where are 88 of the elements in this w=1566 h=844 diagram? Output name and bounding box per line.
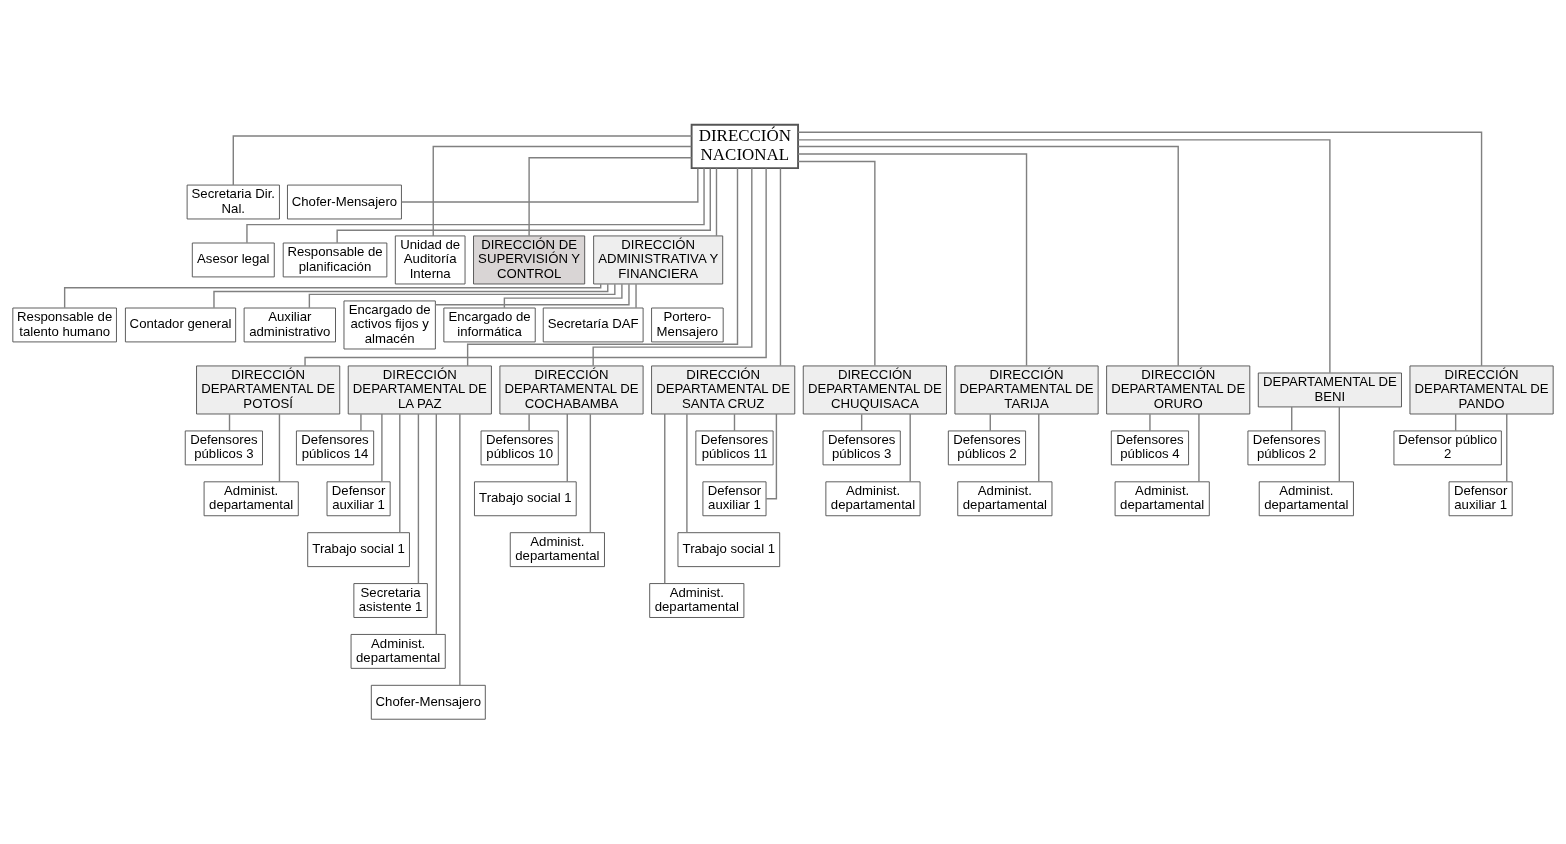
- node-box: Defensores públicos 10: [480, 430, 559, 466]
- node-box: DEPARTAMENTAL DE BENI: [1257, 372, 1402, 408]
- node-box: Unidad de Auditoría Interna: [394, 235, 466, 285]
- connector: [664, 413, 666, 585]
- node-box: Encargado de activos fijos y almacén: [343, 300, 436, 350]
- node-box: Secretaria Dir. Nal.: [186, 184, 280, 220]
- connector: [466, 167, 739, 367]
- connector: [432, 145, 692, 237]
- connector: [459, 413, 461, 686]
- node-box: Defensor auxiliar 1: [326, 481, 391, 517]
- connector: [232, 135, 693, 186]
- connector: [797, 153, 1028, 367]
- connector: [909, 413, 911, 483]
- connector: [1506, 413, 1508, 483]
- node-box: Auxiliar administrativo: [243, 307, 336, 343]
- connector: [381, 413, 383, 483]
- connector: [528, 413, 530, 432]
- node-box: Responsable de talento humano: [12, 307, 117, 343]
- node-box: Administ. departamental: [350, 633, 446, 669]
- connector: [686, 413, 688, 534]
- node-box: DIRECCIÓN DEPARTAMENTAL DE PANDO: [1409, 365, 1554, 415]
- connector: [417, 413, 420, 585]
- node-box: Defensor auxiliar 1: [702, 481, 767, 517]
- node-box: Administ. departamental: [957, 481, 1053, 517]
- node-box: DIRECCIÓN DEPARTAMENTAL DE SANTA CRUZ: [651, 365, 796, 415]
- connector: [797, 160, 876, 367]
- node-box: Secretaria asistente 1: [353, 583, 428, 618]
- node-box: Portero-Mensajero: [651, 307, 724, 343]
- node-box: Defensor auxiliar 1: [1448, 481, 1513, 517]
- connector: [765, 413, 778, 500]
- node-box: Defensor público 2: [1393, 430, 1502, 466]
- node-box: Chofer-Mensajero: [287, 184, 402, 220]
- connector: [779, 167, 782, 367]
- node-box: Administ. departamental: [825, 481, 921, 517]
- connector: [399, 413, 401, 534]
- connector: [566, 413, 568, 483]
- node-box: Defensores públicos 4: [1110, 430, 1190, 466]
- node-box: Administ. departamental: [649, 583, 745, 618]
- node-box: Administ. departamental: [1114, 481, 1210, 517]
- connector: [797, 131, 1483, 367]
- node-box: Defensores públicos 14: [295, 430, 375, 466]
- connector: [308, 283, 616, 309]
- connector: [213, 283, 609, 309]
- node-box: Trabajo social 1: [677, 532, 781, 568]
- node-box: Defensores públicos 3: [184, 430, 263, 466]
- node-box: Encargado de informática: [443, 307, 536, 343]
- node-box: Secretaría DAF: [542, 307, 644, 343]
- connector: [360, 413, 362, 432]
- node-box: DIRECCIÓN DEPARTAMENTAL DE COCHABAMBA: [499, 365, 644, 415]
- node-box: Trabajo social 1: [307, 532, 410, 568]
- connector: [336, 167, 711, 244]
- connector: [1338, 406, 1340, 483]
- node-box: Responsable de planificación: [282, 242, 388, 278]
- node-box: DIRECCIÓN DEPARTAMENTAL DE TARIJA: [954, 365, 1099, 415]
- connector: [435, 413, 437, 636]
- node-box: Defensores públicos 11: [695, 430, 774, 466]
- connector: [304, 167, 767, 367]
- node-box: DIRECCIÓN NACIONAL: [690, 123, 799, 170]
- connector: [589, 413, 592, 534]
- node-box: Contador general: [124, 307, 237, 343]
- connector: [797, 139, 1331, 374]
- connector: [797, 145, 1179, 367]
- node-box: Administ. departamental: [1258, 481, 1354, 517]
- node-box: DIRECCIÓN DEPARTAMENTAL DE CHUQUISACA: [802, 365, 947, 415]
- connector: [1291, 406, 1293, 432]
- connector: [1198, 413, 1200, 483]
- node-box: Administ. departamental: [509, 532, 605, 568]
- connector: [715, 167, 718, 237]
- connector: [503, 283, 623, 309]
- node-box: Administ. departamental: [203, 481, 299, 517]
- node-box: Trabajo social 1: [474, 481, 577, 517]
- connector: [434, 283, 630, 306]
- connector: [278, 413, 281, 483]
- node-box: Asesor legal: [191, 242, 275, 278]
- node-box: Chofer-Mensajero: [370, 684, 486, 720]
- node-box: DIRECCIÓN DEPARTAMENTAL DE LA PAZ: [347, 365, 492, 415]
- connector: [1149, 413, 1151, 432]
- node-box: Defensores públicos 2: [1247, 430, 1326, 466]
- node-box: DIRECCIÓN ADMINISTRATIVA Y FINANCIERA: [593, 235, 724, 285]
- node-box: DIRECCIÓN DE SUPERVISIÓN Y CONTROL: [473, 235, 586, 285]
- node-box: DIRECCIÓN DEPARTAMENTAL DE ORURO: [1106, 365, 1251, 415]
- node-box: Defensores públicos 3: [822, 430, 901, 466]
- connector: [400, 167, 699, 203]
- node-box: DIRECCIÓN DEPARTAMENTAL DE POTOSÍ: [196, 365, 341, 415]
- connector: [1038, 413, 1040, 483]
- connector: [528, 157, 693, 237]
- connector: [635, 283, 637, 309]
- node-box: Defensores públicos 2: [947, 430, 1027, 466]
